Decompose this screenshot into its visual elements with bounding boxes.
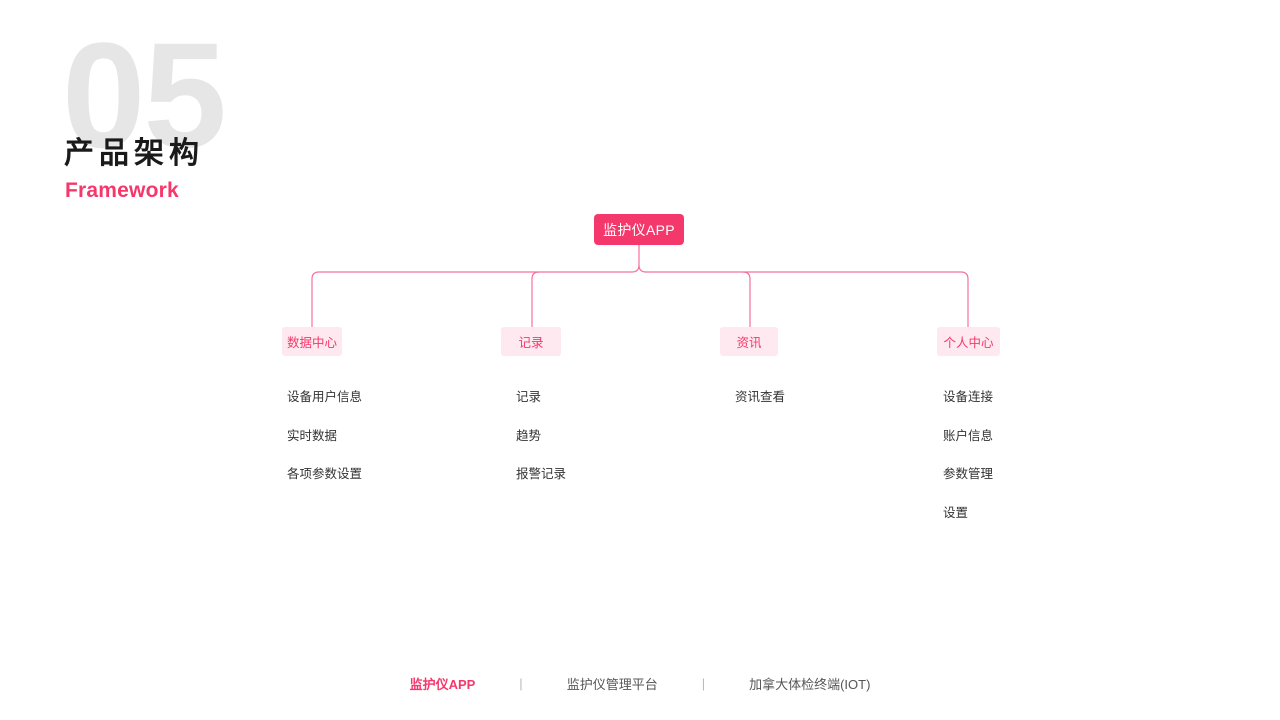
leaf-column-data-center: 设备用户信息 实时数据 各项参数设置 [287, 391, 362, 507]
list-item[interactable]: 实时数据 [287, 428, 338, 443]
architecture-diagram: 监护仪APP 数据中心 记录 资讯 个人中心 设备用户信息 实时数据 各项参数设… [282, 214, 1000, 545]
footer-tab-platform[interactable]: 监护仪管理平台 [566, 676, 658, 692]
list-item[interactable]: 趋势 [516, 428, 542, 443]
leaf-column-profile: 设备连接 账户信息 参数管理 设置 [943, 391, 993, 545]
node-root[interactable]: 监护仪APP [594, 214, 684, 245]
leaf-column-records: 记录 趋势 报警记录 [516, 391, 566, 507]
page-title: 产品架构 [64, 137, 204, 170]
list-item[interactable]: 各项参数设置 [287, 467, 363, 481]
list-item[interactable]: 资讯查看 [735, 390, 786, 404]
footer-tab-iot[interactable]: 加拿大体检终端(IOT) [749, 676, 871, 692]
list-item[interactable]: 设备用户信息 [287, 390, 363, 404]
leaf-column-news: 资讯查看 [735, 391, 785, 430]
list-item[interactable]: 设置 [943, 505, 969, 520]
page-subtitle: Framework [65, 179, 179, 202]
node-branch-news[interactable]: 资讯 [720, 327, 778, 356]
list-item[interactable]: 参数管理 [943, 467, 994, 481]
footer-separator: | [701, 675, 706, 691]
footer-tab-app[interactable]: 监护仪APP [409, 676, 476, 692]
section-header: 05 产品架构 Framework [62, 20, 422, 208]
footer-nav: 监护仪APP | 监护仪管理平台 | 加拿大体检终端(IOT) [0, 671, 1280, 695]
list-item[interactable]: 账户信息 [943, 428, 994, 443]
section-number: 05 [62, 11, 227, 179]
node-branch-profile[interactable]: 个人中心 [937, 327, 1000, 356]
list-item[interactable]: 报警记录 [516, 467, 567, 481]
list-item[interactable]: 记录 [516, 390, 542, 404]
footer-separator: | [519, 675, 523, 691]
node-branch-records[interactable]: 记录 [501, 327, 561, 356]
connector-lines [311, 245, 969, 327]
node-branch-data-center[interactable]: 数据中心 [282, 327, 342, 356]
list-item[interactable]: 设备连接 [943, 390, 994, 404]
